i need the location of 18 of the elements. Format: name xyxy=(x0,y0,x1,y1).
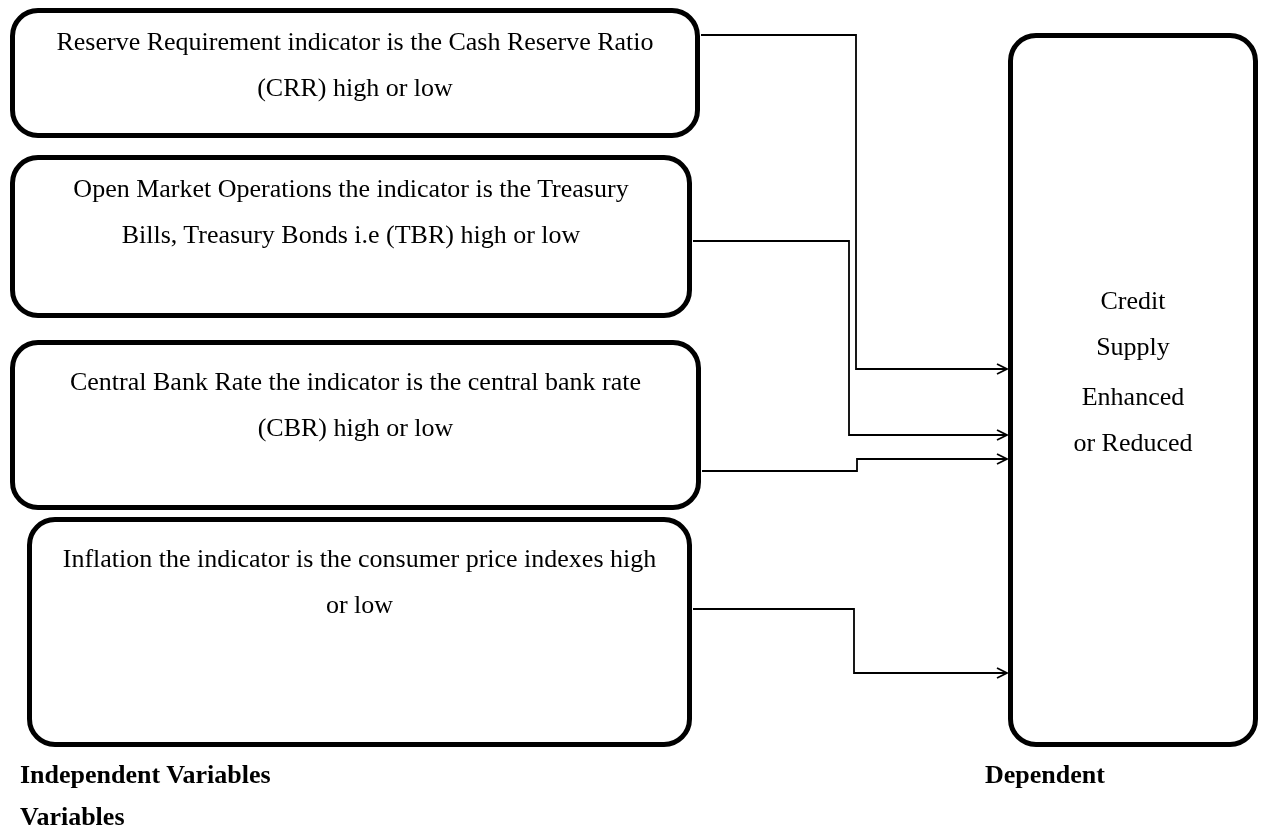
arrow xyxy=(701,453,1008,472)
axis-caption: Independent Variables xyxy=(20,760,271,790)
arrow xyxy=(692,240,1008,441)
rounded-box xyxy=(10,155,692,318)
rounded-box xyxy=(1008,33,1258,747)
rounded-box xyxy=(10,8,700,138)
axis-caption: Variables xyxy=(20,802,125,832)
rounded-box xyxy=(10,340,701,510)
rounded-box xyxy=(27,517,692,747)
box-text: Central Bank Rate the indicator is the central bank rate (CBR) high or low xyxy=(68,366,643,444)
arrow xyxy=(700,34,1008,375)
arrow xyxy=(692,608,1008,679)
axis-caption: Dependent xyxy=(985,760,1105,790)
box-text: Credit Supply xyxy=(1095,285,1171,363)
box-text: Inflation the indicator is the consumer price indexes high or low xyxy=(61,543,658,621)
box-text: Enhanced or Reduced xyxy=(1073,381,1193,459)
box-text: Open Market Operations the indicator is the Treasury Bills, Treasury Bonds i.e (TBR) high or low xyxy=(72,173,630,251)
box-text: Reserve Requirement indicator is the Cash Reserve Ratio (CRR) high or low xyxy=(55,26,655,104)
